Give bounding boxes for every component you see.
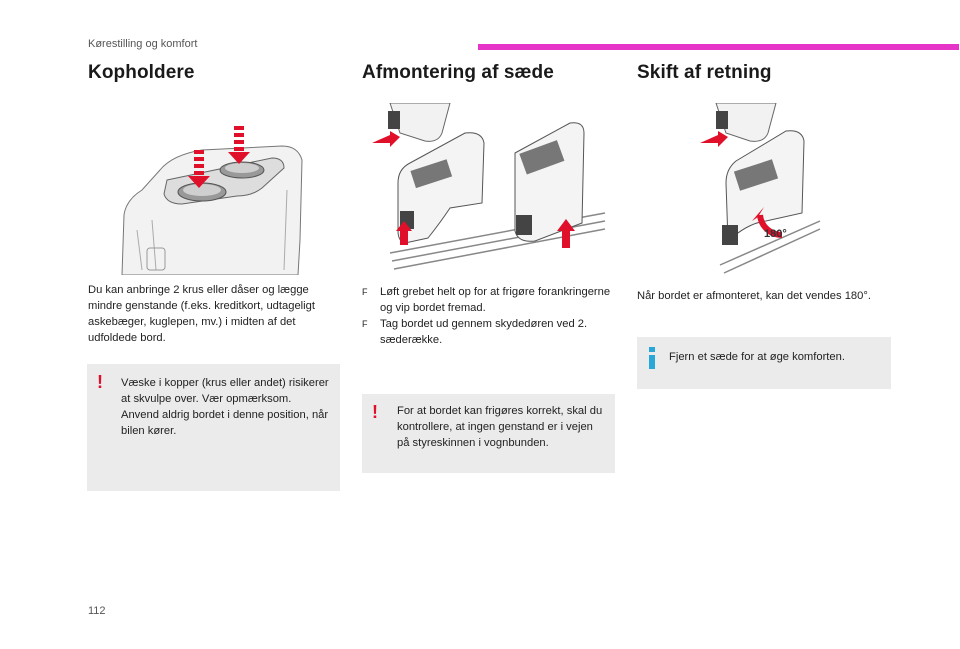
section-title-afmontering: Afmontering af sæde [362,62,554,83]
step-text: Tag bordet ud gennem skydedøren ved 2. s… [380,318,588,346]
page-number: 112 [88,605,106,617]
warning-text: For at bordet kan frigøres korrekt, skal… [397,405,603,449]
column-kopholdere: Kopholdere [88,62,342,84]
afmontering-steps: F Løft grebet helt op for at frigøre fora… [362,284,612,348]
section-title-skift-retning: Skift af retning [637,62,772,83]
section-title-kopholdere: Kopholdere [88,62,195,83]
rotation-label: 180° [764,228,787,240]
header-accent-bar [478,44,959,50]
kopholdere-body: Du kan anbringe 2 krus eller dåser og læ… [88,284,315,344]
step-item: F Tag bordet ud gennem skydedøren ved 2. … [362,316,612,348]
seat-removal-illustration [372,103,606,270]
cup-holder-illustration [121,126,303,275]
bullet-mark: F [362,319,368,329]
info-note-skift-retning: Fjern et sæde for at øge komforten. [637,337,891,389]
warning-icon: ! [97,372,103,392]
direction-change-illustration: 180° [700,103,821,274]
warning-note-kopholdere: ! Væske i kopper (krus eller andet) risi… [87,364,340,491]
info-text: Fjern et sæde for at øge komforten. [669,351,845,363]
bullet-mark: F [362,287,368,297]
section-header: Kørestilling og komfort [88,38,198,50]
step-item: F Løft grebet helt op for at frigøre fora… [362,284,612,316]
warning-text: Væske i kopper (krus eller andet) risike… [121,377,329,437]
info-icon [649,347,655,369]
step-text: Løft grebet helt op for at frigøre foran… [380,286,611,314]
column-skift-retning: Skift af retning [637,62,891,84]
skift-retning-body: Når bordet er afmonteret, kan det vendes… [637,290,871,302]
warning-icon: ! [372,402,378,422]
column-afmontering: Afmontering af sæde [362,62,616,84]
warning-note-afmontering: ! For at bordet kan frigøres korrekt, sk… [362,394,615,473]
